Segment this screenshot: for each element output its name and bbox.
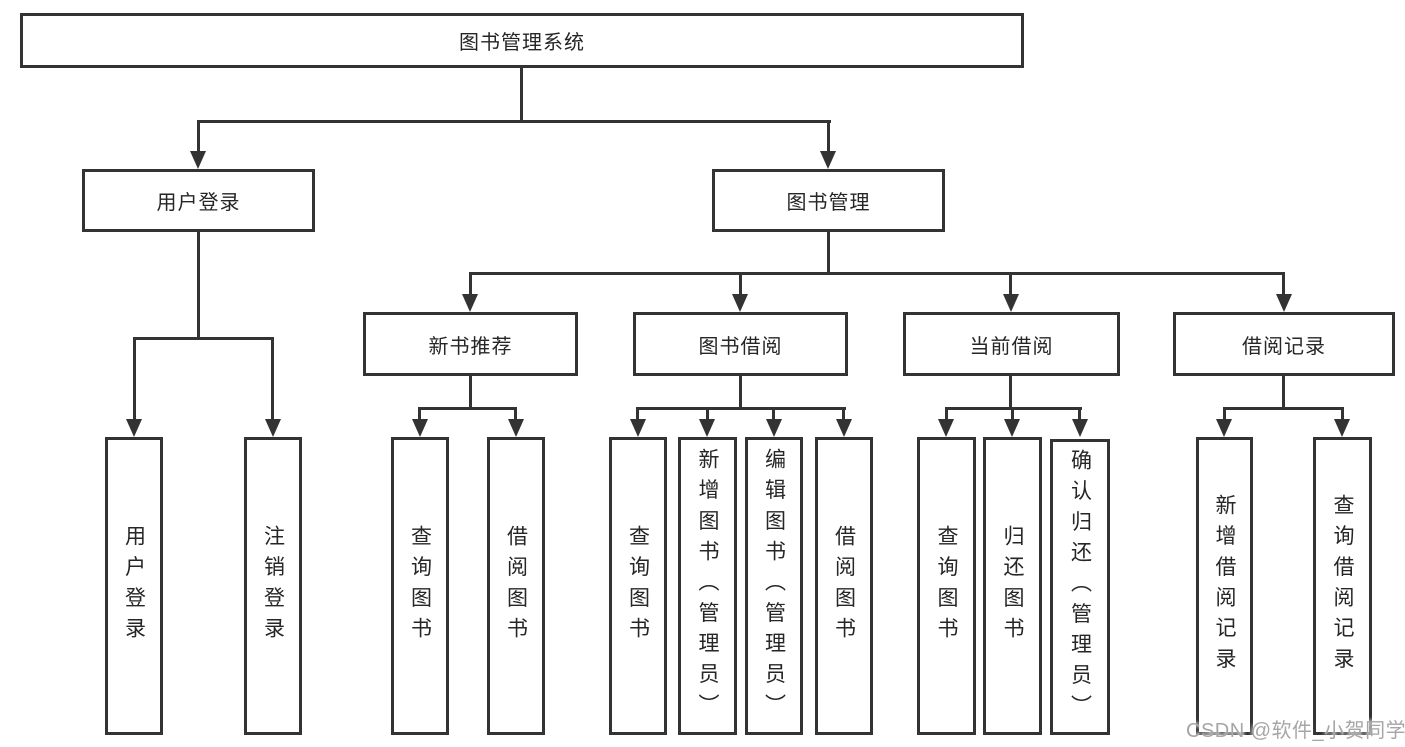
arrow-down-icon xyxy=(766,419,782,437)
arrow-down-icon xyxy=(462,294,478,312)
connector-root-stem xyxy=(520,68,523,122)
arrow-down-icon xyxy=(1216,419,1232,437)
connector-login-leaf1-stem xyxy=(133,337,136,423)
arrow-down-icon xyxy=(1004,419,1020,437)
arrow-down-icon xyxy=(1072,419,1088,437)
arrow-down-icon xyxy=(1334,419,1350,437)
connector-sec0-stem xyxy=(469,272,472,298)
leaf-confirm-return-admin: 确认归还（管理员） xyxy=(1050,439,1110,735)
connector-sec0-leaf1-stem xyxy=(418,407,421,423)
leaf-query-books-borrow: 查询图书 xyxy=(609,437,667,735)
node-new-book-recommend: 新书推荐 xyxy=(363,312,578,376)
connector-login-stem xyxy=(197,120,200,153)
leaf-query-borrow-record: 查询借阅记录 xyxy=(1313,437,1372,735)
connector-sec2-leaf2-stem xyxy=(1011,407,1014,423)
leaf-logout: 注销登录 xyxy=(244,437,302,735)
arrow-down-icon xyxy=(630,419,646,437)
leaf-query-books-current: 查询图书 xyxy=(917,437,976,735)
connector-sec3-stem xyxy=(1282,272,1285,298)
arrow-down-icon xyxy=(699,419,715,437)
connector-sec1-leaf4-stem xyxy=(842,407,845,423)
connector-level3-hbar xyxy=(469,272,1284,275)
arrow-down-icon xyxy=(190,151,206,169)
connector-sec0-down xyxy=(469,376,472,409)
connector-sec1-stem xyxy=(739,272,742,298)
connector-mgmt-stem xyxy=(827,120,830,153)
node-borrow-record: 借阅记录 xyxy=(1173,312,1395,376)
connector-sec2-stem xyxy=(1009,272,1012,298)
arrow-down-icon xyxy=(265,419,281,437)
connector-sec1-down xyxy=(739,376,742,409)
leaf-add-books-admin: 新增图书（管理员） xyxy=(678,437,737,735)
arrow-down-icon xyxy=(938,419,954,437)
arrow-down-icon xyxy=(508,419,524,437)
arrow-down-icon xyxy=(1003,294,1019,312)
node-user-login: 用户登录 xyxy=(82,169,315,232)
leaf-edit-books-admin: 编辑图书（管理员） xyxy=(745,437,803,735)
connector-sec3-down xyxy=(1282,376,1285,409)
connector-sec3-hbar xyxy=(1224,407,1344,410)
arrow-down-icon xyxy=(1276,294,1292,312)
node-book-borrow: 图书借阅 xyxy=(633,312,848,376)
connector-login-leaf2-stem xyxy=(271,337,274,423)
leaf-borrow-books: 借阅图书 xyxy=(815,437,873,735)
arrow-down-icon xyxy=(836,419,852,437)
connector-sec3-leaf2-stem xyxy=(1341,407,1344,423)
connector-level2-hbar xyxy=(197,120,831,123)
connector-mgmt-down xyxy=(827,232,830,272)
connector-sec2-leaf1-stem xyxy=(945,407,948,423)
connector-sec2-down xyxy=(1009,376,1012,409)
connector-sec0-hbar xyxy=(419,407,517,410)
node-current-borrow: 当前借阅 xyxy=(903,312,1120,376)
leaf-add-borrow-record: 新增借阅记录 xyxy=(1196,437,1253,735)
connector-login-hbar xyxy=(133,337,274,340)
arrow-down-icon xyxy=(126,419,142,437)
arrow-down-icon xyxy=(820,151,836,169)
connector-sec1-hbar xyxy=(636,407,846,410)
connector-login-down xyxy=(197,232,200,337)
connector-sec0-leaf2-stem xyxy=(514,407,517,423)
node-root: 图书管理系统 xyxy=(20,13,1024,68)
node-book-management: 图书管理 xyxy=(712,169,945,232)
connector-sec1-leaf1-stem xyxy=(636,407,639,423)
connector-sec1-leaf2-stem xyxy=(706,407,709,423)
connector-sec2-leaf3-stem xyxy=(1078,407,1081,423)
leaf-borrow-books-recommend: 借阅图书 xyxy=(487,437,545,735)
leaf-user-login: 用户登录 xyxy=(105,437,163,735)
connector-sec3-leaf1-stem xyxy=(1223,407,1226,423)
leaf-return-books: 归还图书 xyxy=(983,437,1042,735)
leaf-query-books-recommend: 查询图书 xyxy=(391,437,449,735)
arrow-down-icon xyxy=(732,294,748,312)
arrow-down-icon xyxy=(412,419,428,437)
csdn-watermark: CSDN @软件_小贺同学 xyxy=(1186,720,1405,742)
connector-sec1-leaf3-stem xyxy=(772,407,775,423)
